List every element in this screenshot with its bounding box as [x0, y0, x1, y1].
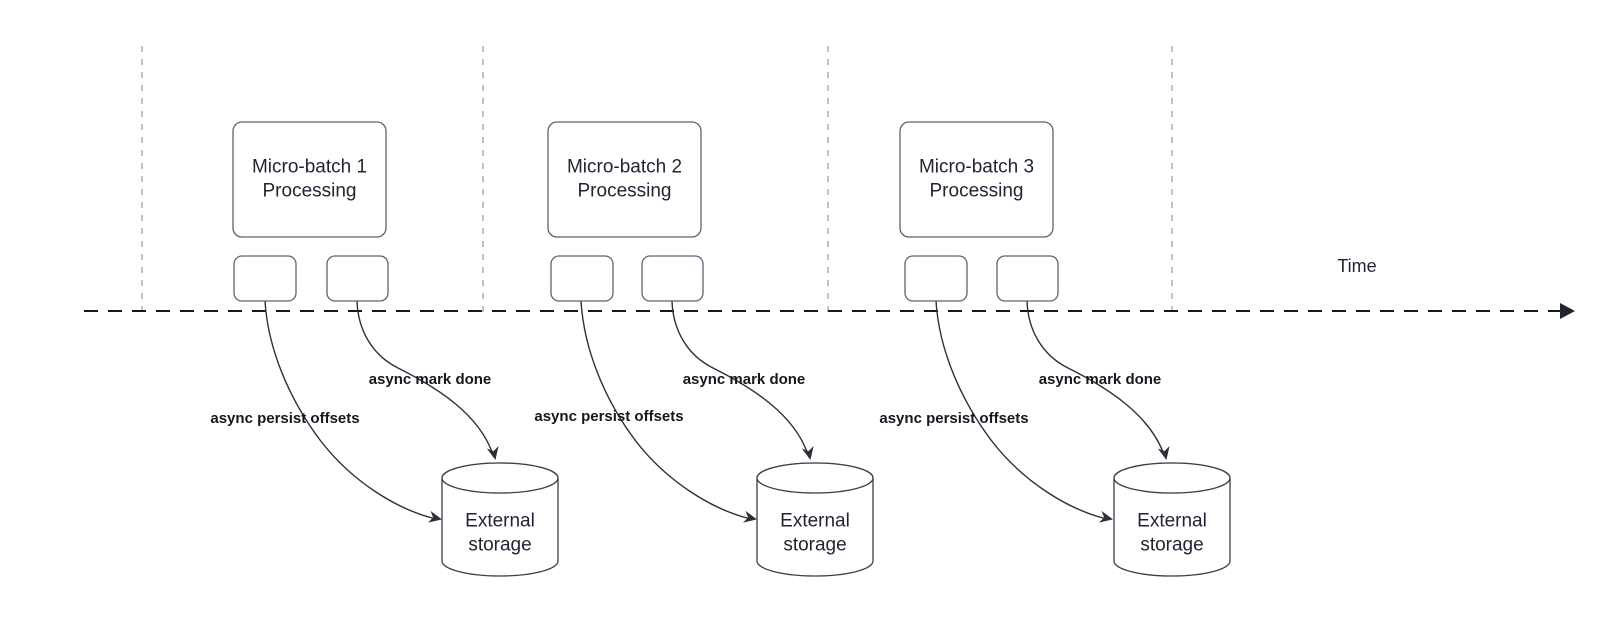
tick-line-layer: [141, 46, 1173, 318]
micro-batch-label-line2-1: Processing: [263, 181, 357, 202]
async-mark-done-edge-label-2: async mark done: [683, 371, 806, 388]
timeline-axis-layer: Time: [84, 256, 1575, 319]
async-mark-done-edge-arrowhead-icon-3: [1157, 445, 1170, 460]
async-mark-done-edge-2: [671, 300, 808, 453]
micro-batch-box-2[interactable]: [547, 121, 702, 238]
async-persist-offsets-edge-label-2: async persist offsets: [534, 408, 683, 425]
async-persist-offsets-edge-arrowhead-icon-2: [742, 510, 757, 523]
micro-batch-label-line2-2: Processing: [578, 181, 672, 202]
micro-batch-label-line1-2: Micro-batch 2: [567, 157, 682, 178]
async-persist-offsets-edge-1: [264, 300, 437, 520]
micro-batch-label-line1-1: Micro-batch 1: [252, 157, 367, 178]
async-persist-offsets-edge-2: [580, 300, 752, 520]
micro-batch-label-line1-3: Micro-batch 3: [919, 157, 1034, 178]
async-persist-offsets-edge-label-3: async persist offsets: [879, 410, 1028, 427]
async-mark-done-edge-label-3: async mark done: [1039, 371, 1162, 388]
persist-offsets-task-1[interactable]: [233, 255, 297, 302]
micro-batch-box-1[interactable]: [232, 121, 387, 238]
external-storage-cylinder-top-2: [756, 462, 874, 494]
node-layer: [232, 121, 1231, 577]
async-mark-done-edge-arrowhead-icon-1: [486, 445, 499, 460]
timeline-arrow-icon: [1560, 303, 1575, 319]
external-storage-label-line2-1: storage: [468, 535, 531, 556]
mark-done-task-2[interactable]: [641, 255, 704, 302]
persist-offsets-task-2[interactable]: [550, 255, 614, 302]
async-persist-offsets-edge-3: [935, 300, 1108, 520]
persist-offsets-task-3[interactable]: [904, 255, 968, 302]
async-persist-offsets-edge-arrowhead-icon-3: [1098, 510, 1113, 523]
micro-batch-box-3[interactable]: [899, 121, 1054, 238]
micro-batch-label-line2-3: Processing: [930, 181, 1024, 202]
mark-done-task-3[interactable]: [996, 255, 1059, 302]
time-axis-label: Time: [1337, 256, 1376, 276]
external-storage-label-line1-3: External: [1137, 511, 1207, 532]
external-storage-label-line1-1: External: [465, 511, 535, 532]
external-storage-cylinder-top-3: [1113, 462, 1231, 494]
mark-done-task-1[interactable]: [326, 255, 389, 302]
async-persist-offsets-edge-label-1: async persist offsets: [210, 410, 359, 427]
external-storage-label-line2-3: storage: [1140, 535, 1203, 556]
async-mark-done-edge-arrowhead-icon-2: [801, 445, 814, 460]
external-storage-cylinder-top-1: [441, 462, 559, 494]
async-mark-done-edge-3: [1026, 300, 1164, 453]
async-persist-offsets-edge-arrowhead-icon-1: [427, 510, 442, 523]
async-mark-done-edge-1: [356, 300, 493, 453]
external-storage-label-line1-2: External: [780, 511, 850, 532]
edge-layer: [264, 300, 1170, 523]
external-storage-label-line2-2: storage: [783, 535, 846, 556]
async-mark-done-edge-label-1: async mark done: [369, 371, 492, 388]
